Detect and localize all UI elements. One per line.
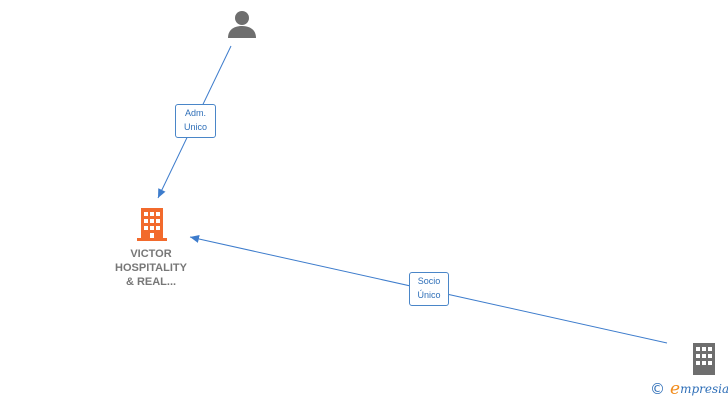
person-icon[interactable] (228, 11, 256, 38)
edge-label-line: Socio (417, 276, 441, 286)
brand-logo-initial: e (670, 379, 681, 399)
edge-label-adm-unico: Adm. Unico (175, 104, 216, 138)
brand-logo-text: mpresia (680, 382, 728, 396)
copyright-icon: © (650, 380, 665, 398)
company-name-label[interactable]: VICTOR HOSPITALITY & REAL... (101, 247, 201, 289)
company-name-line: HOSPITALITY (115, 262, 187, 274)
edge-label-line: Unico (183, 122, 207, 132)
edge-label-line: Adm. (184, 108, 206, 118)
edge-label-line: Único (417, 290, 441, 300)
building-icon[interactable] (137, 208, 167, 241)
company-name-line: VICTOR (130, 248, 172, 260)
company-name-line: & REAL... (125, 276, 177, 288)
building-icon[interactable] (693, 343, 715, 375)
brand-footer: © e mpresia (650, 379, 728, 399)
edge-label-socio-unico: Socio Único (409, 272, 449, 306)
